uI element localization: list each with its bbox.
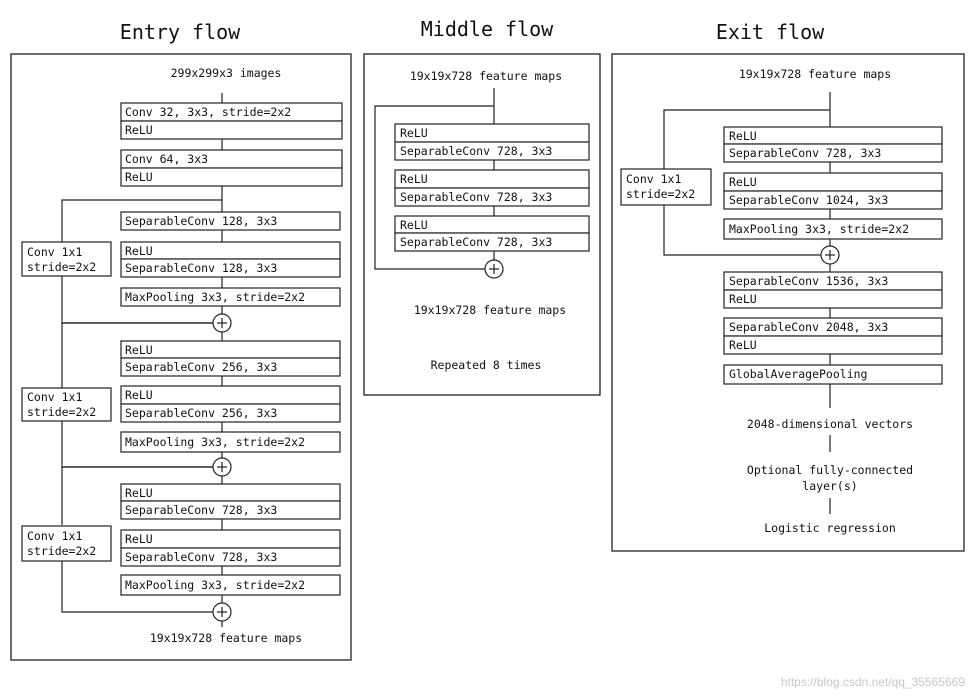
middle-output-label: 19x19x728 feature maps bbox=[414, 303, 566, 317]
sepconv-728-label: SeparableConv 728, 3x3 bbox=[125, 550, 277, 564]
relu-label: ReLU bbox=[125, 170, 153, 184]
entry-output-label: 19x19x728 feature maps bbox=[150, 631, 302, 645]
relu-label: ReLU bbox=[400, 172, 428, 186]
sepconv-128-label: SeparableConv 128, 3x3 bbox=[125, 214, 277, 228]
watermark: https://blog.csdn.net/qq_35565669 bbox=[781, 675, 965, 689]
entry-block-1: SeparableConv 128, 3x3 ReLU SeparableCon… bbox=[21, 211, 341, 333]
fc-label-line-2: layer(s) bbox=[802, 479, 857, 493]
skip-conv-label: Conv 1x1 bbox=[27, 390, 82, 404]
add-node bbox=[212, 602, 232, 622]
skip-stride-label: stride=2x2 bbox=[27, 260, 96, 274]
add-node bbox=[212, 313, 232, 333]
maxpooling-label: MaxPooling 3x3, stride=2x2 bbox=[125, 578, 305, 592]
global-average-pooling: GlobalAveragePooling bbox=[723, 364, 943, 385]
relu-label: ReLU bbox=[125, 123, 153, 137]
global-average-pooling-label: GlobalAveragePooling bbox=[729, 367, 867, 381]
skip-conv-label: Conv 1x1 bbox=[626, 172, 681, 186]
middle-flow-title: Middle flow bbox=[421, 17, 554, 41]
exit-unit-4: SeparableConv 2048, 3x3 ReLU bbox=[723, 317, 943, 355]
exit-input-label: 19x19x728 feature maps bbox=[739, 67, 891, 81]
skip-stride-label: stride=2x2 bbox=[626, 187, 695, 201]
sepconv-728-label: SeparableConv 728, 3x3 bbox=[400, 235, 552, 249]
add-node bbox=[820, 245, 840, 265]
exit-flow-connectors bbox=[663, 92, 831, 514]
skip-conv-label: Conv 1x1 bbox=[27, 529, 82, 543]
relu-label: ReLU bbox=[125, 486, 153, 500]
conv-32-label: Conv 32, 3x3, stride=2x2 bbox=[125, 105, 291, 119]
sepconv-256-label: SeparableConv 256, 3x3 bbox=[125, 406, 277, 420]
sepconv-728-label: SeparableConv 728, 3x3 bbox=[400, 144, 552, 158]
sepconv-1536-label: SeparableConv 1536, 3x3 bbox=[729, 274, 888, 288]
exit-flow-title: Exit flow bbox=[716, 20, 825, 44]
sepconv-128-label: SeparableConv 128, 3x3 bbox=[125, 261, 277, 275]
entry-block-3: ReLU SeparableConv 728, 3x3 ReLU Separab… bbox=[21, 483, 341, 622]
relu-label: ReLU bbox=[125, 343, 153, 357]
exit-skip-conv: Conv 1x1 stride=2x2 bbox=[620, 168, 712, 206]
skip-stride-label: stride=2x2 bbox=[27, 405, 96, 419]
sepconv-728-label: SeparableConv 728, 3x3 bbox=[125, 503, 277, 517]
middle-unit-1: ReLU SeparableConv 728, 3x3 bbox=[394, 123, 590, 161]
logistic-regression-label: Logistic regression bbox=[764, 521, 896, 535]
exit-unit-1: ReLU SeparableConv 728, 3x3 bbox=[723, 126, 943, 163]
exit-unit-3: SeparableConv 1536, 3x3 ReLU bbox=[723, 271, 943, 309]
middle-unit-3: ReLU SeparableConv 728, 3x3 bbox=[394, 215, 590, 252]
relu-label: ReLU bbox=[729, 175, 757, 189]
fc-label-line-1: Optional fully-connected bbox=[747, 463, 913, 477]
middle-flow-connectors bbox=[374, 88, 495, 270]
maxpooling-label: MaxPooling 3x3, stride=2x2 bbox=[125, 290, 305, 304]
maxpooling-label: MaxPooling 3x3, stride=2x2 bbox=[729, 222, 909, 236]
sepconv-728-label: SeparableConv 728, 3x3 bbox=[400, 190, 552, 204]
sepconv-1024-label: SeparableConv 1024, 3x3 bbox=[729, 193, 888, 207]
conv-64-layer: Conv 64, 3x3 ReLU bbox=[120, 149, 343, 187]
entry-flow-connectors bbox=[61, 93, 223, 627]
sepconv-2048-label: SeparableConv 2048, 3x3 bbox=[729, 320, 888, 334]
exit-unit-2: ReLU SeparableConv 1024, 3x3 bbox=[723, 172, 943, 210]
relu-label: ReLU bbox=[400, 218, 428, 232]
sepconv-728-label: SeparableConv 728, 3x3 bbox=[729, 146, 881, 160]
entry-flow-title: Entry flow bbox=[120, 20, 241, 44]
relu-label: ReLU bbox=[125, 244, 153, 258]
middle-unit-2: ReLU SeparableConv 728, 3x3 bbox=[394, 169, 590, 207]
skip-conv-label: Conv 1x1 bbox=[27, 245, 82, 259]
conv-64-label: Conv 64, 3x3 bbox=[125, 152, 208, 166]
relu-label: ReLU bbox=[729, 292, 757, 306]
exit-maxpooling: MaxPooling 3x3, stride=2x2 bbox=[723, 218, 943, 240]
relu-label: ReLU bbox=[400, 126, 428, 140]
add-node bbox=[484, 259, 504, 279]
middle-input-label: 19x19x728 feature maps bbox=[410, 69, 562, 83]
repeat-note: Repeated 8 times bbox=[431, 358, 542, 372]
maxpooling-label: MaxPooling 3x3, stride=2x2 bbox=[125, 435, 305, 449]
vectors-label: 2048-dimensional vectors bbox=[747, 417, 913, 431]
relu-label: ReLU bbox=[125, 532, 153, 546]
conv-32-layer: Conv 32, 3x3, stride=2x2 ReLU bbox=[120, 102, 343, 140]
relu-label: ReLU bbox=[125, 388, 153, 402]
entry-block-2: ReLU SeparableConv 256, 3x3 ReLU Separab… bbox=[21, 340, 341, 477]
entry-input-label: 299x299x3 images bbox=[171, 66, 282, 80]
skip-stride-label: stride=2x2 bbox=[27, 544, 96, 558]
sepconv-256-label: SeparableConv 256, 3x3 bbox=[125, 360, 277, 374]
add-node bbox=[212, 457, 232, 477]
relu-label: ReLU bbox=[729, 129, 757, 143]
relu-label: ReLU bbox=[729, 338, 757, 352]
